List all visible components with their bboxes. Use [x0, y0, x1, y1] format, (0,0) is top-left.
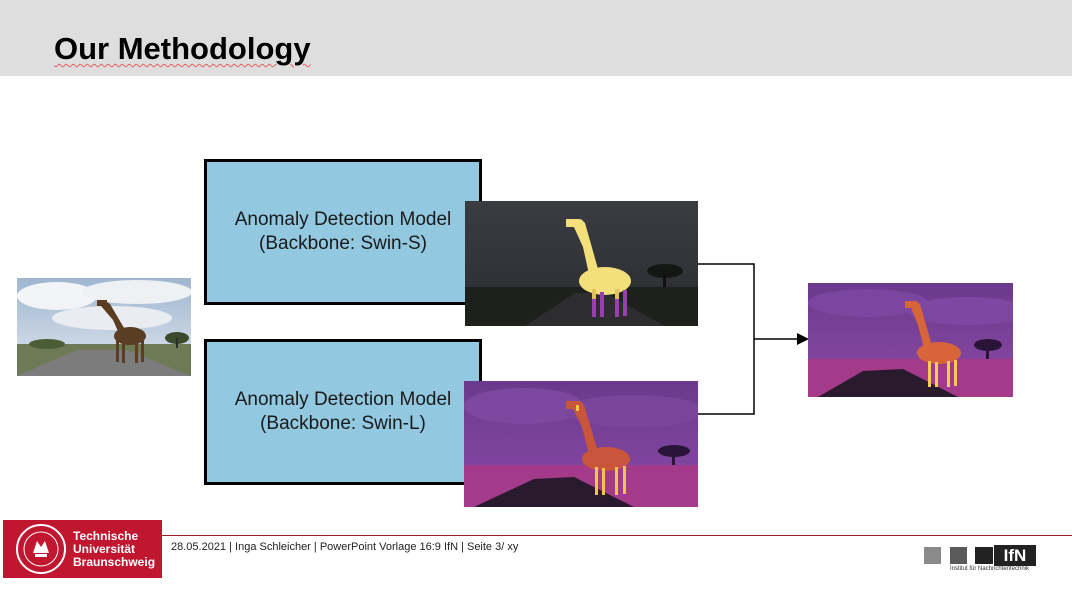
- university-name-line1: Technische: [73, 529, 139, 543]
- model-box-swin-l: Anomaly Detection Model (Backbone: Swin-…: [204, 339, 482, 485]
- slide-title: Our Methodology: [54, 31, 311, 66]
- footer-divider: [162, 535, 1072, 536]
- tu-braunschweig-logo: Technische Universität Braunschweig: [3, 520, 162, 578]
- swin-s-anomaly-map-image: [465, 201, 698, 326]
- swin-l-anomaly-map-image: [464, 381, 698, 507]
- tu-braunschweig-seal-icon: [16, 524, 66, 574]
- model-box-swin-s-line2: (Backbone: Swin-S): [259, 233, 427, 254]
- ifn-square-medium: [950, 547, 967, 564]
- model-box-swin-s-line1: Anomaly Detection Model: [234, 208, 452, 230]
- model-box-swin-l-line2: (Backbone: Swin-L): [260, 413, 426, 434]
- input-giraffe-image: [17, 278, 191, 376]
- model-box-swin-l-line1: Anomaly Detection Model: [234, 388, 452, 410]
- university-name-line3: Braunschweig: [73, 555, 156, 569]
- university-name: Technische Universität Braunschweig: [73, 530, 155, 569]
- footer-text: 28.05.2021 | Inga Schleicher | PowerPoin…: [171, 541, 519, 553]
- institute-name: Institut für Nachrichtentechnik: [950, 566, 1030, 572]
- slide-header: Our Methodology: [0, 0, 1072, 76]
- ifn-square-dark: [975, 547, 993, 564]
- model-box-swin-s: Anomaly Detection Model (Backbone: Swin-…: [204, 159, 482, 305]
- combined-anomaly-map-image: [808, 283, 1013, 397]
- ifn-short-name: IfN: [994, 545, 1036, 566]
- university-name-line2: Universität: [73, 542, 136, 556]
- ifn-square-light: [924, 547, 941, 564]
- ifn-logo-icon: IfN Institut für Nachrichtentechnik: [922, 545, 1042, 577]
